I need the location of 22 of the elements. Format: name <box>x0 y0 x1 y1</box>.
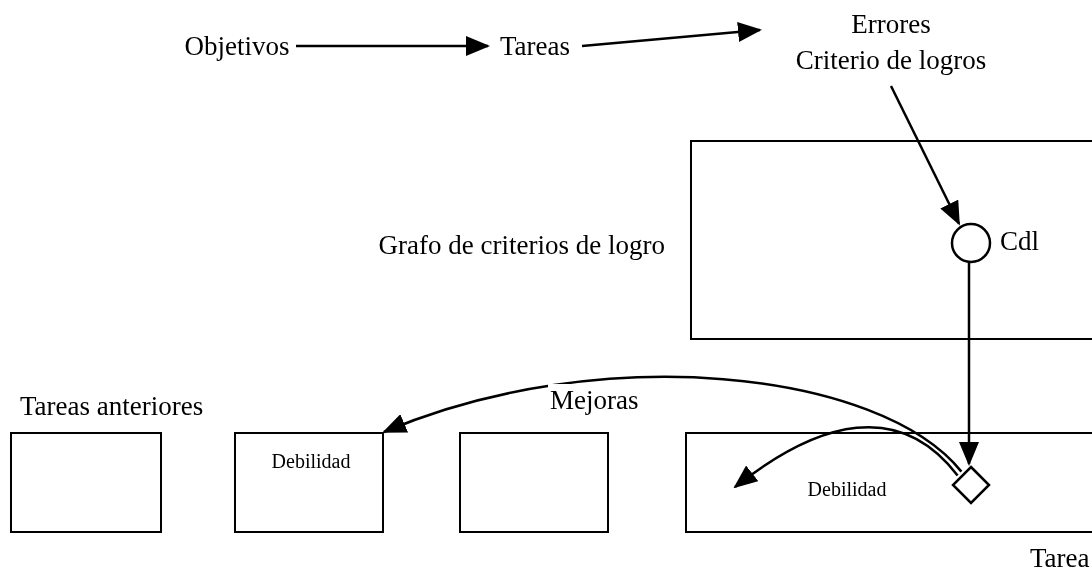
arrow <box>581 22 762 48</box>
box <box>685 432 1092 533</box>
node-label: Debilidad <box>270 449 352 474</box>
box <box>459 432 609 533</box>
node-caption: Tarea <box>1030 542 1091 575</box>
node-label: Criterio de logros <box>794 44 988 77</box>
node-label: Debilidad <box>806 477 888 502</box>
node-label: Tareas <box>488 28 582 64</box>
arrow <box>959 261 979 466</box>
node-label: Objetivos <box>178 28 296 64</box>
node-caption: Cdl <box>1000 225 1040 258</box>
box <box>234 432 384 533</box>
edge-label: Mejoras <box>548 384 641 416</box>
node-caption: Grafo de criterios de logro <box>377 229 665 262</box>
text-label: Tareas anteriores <box>20 390 204 423</box>
box <box>10 432 162 533</box>
node-label: Errores <box>850 8 932 41</box>
arrow <box>296 36 490 56</box>
arrow <box>382 375 963 473</box>
box <box>690 140 1092 340</box>
arrow <box>733 426 959 489</box>
arrow <box>889 85 961 226</box>
